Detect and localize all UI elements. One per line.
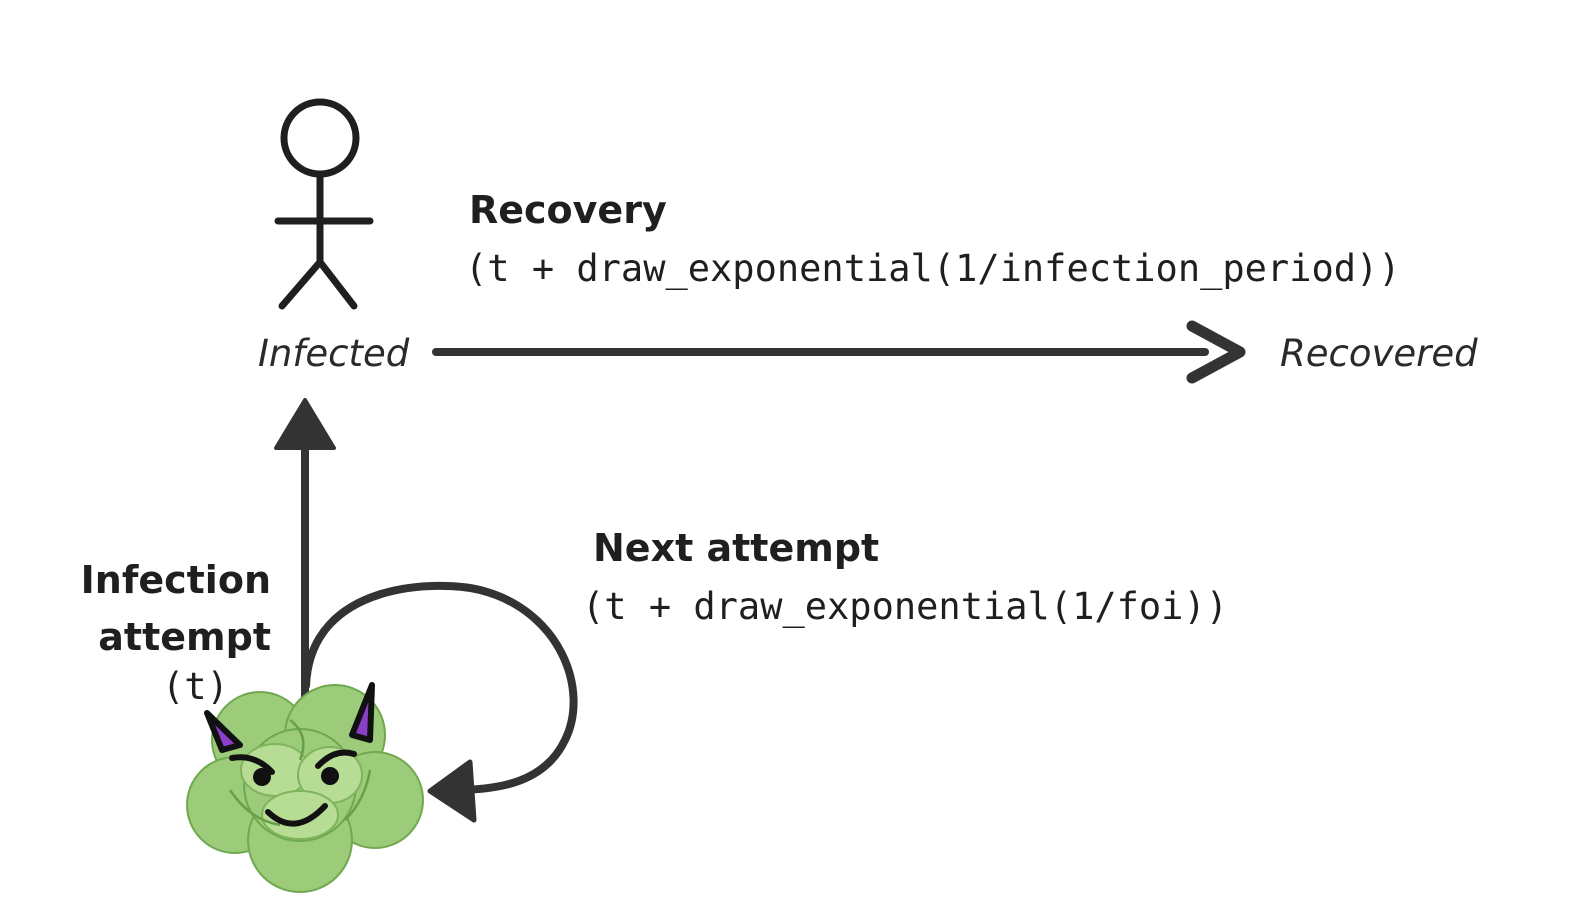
right-horn-icon xyxy=(349,682,375,743)
infection-attempt-label: Infection attempt xyxy=(81,552,271,666)
infection-attempt-formula: (t) xyxy=(162,665,229,708)
left-horn-icon xyxy=(204,710,243,753)
state-recovered: Recovered xyxy=(1280,332,1478,375)
state-infected: Infected xyxy=(258,332,410,375)
recovery-title: Recovery xyxy=(469,188,667,232)
recovery-formula: (t + draw_exponential(1/infection_period… xyxy=(465,247,1401,290)
next-attempt-formula: (t + draw_exponential(1/foi)) xyxy=(582,585,1229,628)
next-attempt-loop-arrow xyxy=(302,581,578,823)
next-attempt-title: Next attempt xyxy=(593,526,880,570)
lettuce-icon xyxy=(186,682,424,893)
infection-attempt-title-line2: attempt xyxy=(98,615,271,659)
stick-figure-icon xyxy=(274,98,374,310)
recovery-arrow xyxy=(432,320,1246,384)
infection-arrow xyxy=(274,398,336,704)
infection-attempt-title-line1: Infection xyxy=(80,558,271,602)
